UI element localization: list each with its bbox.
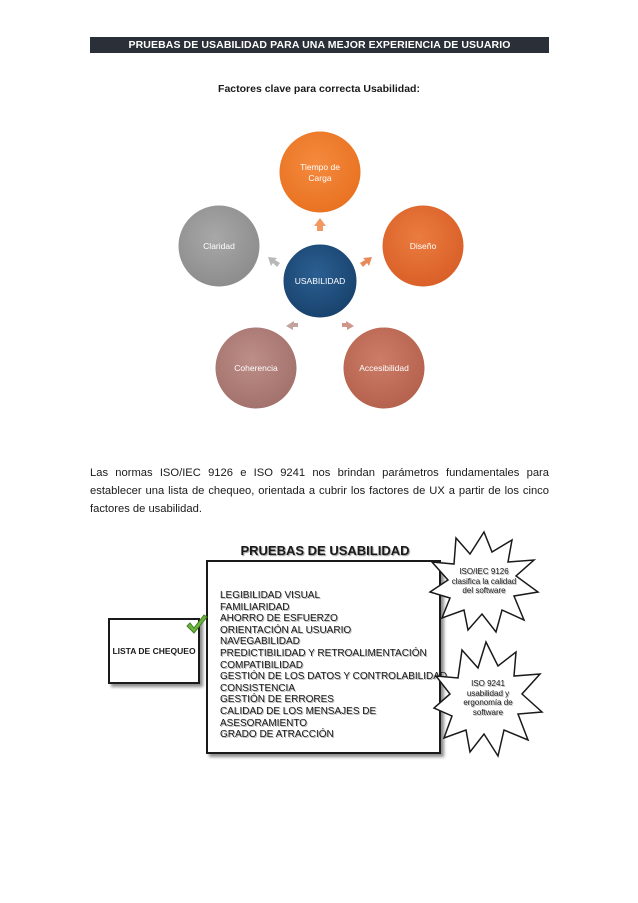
node-accesibilidad: Accesibilidad: [340, 324, 428, 412]
starburst-line: ergonomía de: [463, 698, 513, 707]
starburst-text: ISO/IEC 9126 clasifica la calidad del so…: [443, 567, 525, 596]
starburst-line: ISO 9241: [471, 679, 505, 688]
center-label: USABILIDAD: [295, 276, 346, 286]
starburst-text: ISO 9241 usabilidad y ergonomía de softw…: [447, 679, 529, 717]
starburst-iso-9241: [432, 640, 544, 758]
node-label: Coherencia: [234, 363, 278, 373]
criteria-box: [206, 560, 441, 754]
node-label: Diseño: [410, 241, 437, 251]
node-usabilidad-center: USABILIDAD: [280, 241, 360, 321]
starburst-line: clasifica la calidad: [451, 576, 517, 586]
header-bar: PRUEBAS DE USABILIDAD PARA UNA MEJOR EXP…: [90, 37, 549, 53]
node-claridad: Claridad: [175, 202, 263, 290]
node-label: Claridad: [203, 241, 235, 251]
node-diseno: Diseño: [379, 202, 467, 290]
starburst-line: del software: [462, 586, 506, 595]
arrow-icon: [314, 218, 326, 231]
list-item: PREDICTIBILIDAD Y RETROALIMENTACIÓN: [220, 647, 427, 659]
list-item: GESTIÓN DE ERRORES: [220, 694, 334, 706]
checklist-title: PRUEBAS DE USABILIDAD: [240, 543, 410, 558]
arrow-icon: [360, 257, 372, 267]
list-item: GRADO DE ATRACCIÓN: [220, 729, 334, 741]
list-item: NAVEGABILIDAD: [220, 636, 300, 648]
list-item: AHORRO DE ESFUERZO: [220, 613, 338, 625]
node-coherencia: Coherencia: [212, 324, 300, 412]
checkmark-icon: [186, 614, 208, 634]
checklist-label-box: LISTA DE CHEQUEO: [108, 618, 200, 684]
node-label: Carga: [308, 173, 331, 183]
checklist-label: LISTA DE CHEQUEO: [112, 646, 196, 656]
body-paragraph: Las normas ISO/IEC 9126 e ISO 9241 nos b…: [90, 467, 549, 515]
arrow-icon: [342, 321, 354, 330]
node-label: Tiempo de: [300, 162, 340, 172]
list-item: COMPATIBILIDAD: [220, 659, 303, 671]
list-item: CALIDAD DE LOS MENSAJES DE: [220, 705, 377, 717]
node-label: Accesibilidad: [359, 363, 409, 373]
starburst-iso-9126: [428, 530, 540, 634]
starburst-line: usabilidad y: [466, 688, 510, 698]
starburst-line: ISO/IEC 9126: [459, 567, 509, 576]
list-item: ORIENTACIÓN AL USUARIO: [220, 624, 352, 636]
list-item: FAMILIARIDAD: [220, 601, 290, 613]
arrow-icon: [286, 321, 298, 330]
arrow-icon: [268, 257, 280, 267]
list-item: ASESORAMIENTO: [220, 717, 308, 729]
diagram-subtitle: Factores clave para correcta Usabilidad:: [218, 83, 420, 95]
node-tiempo-de-carga: Tiempo de Carga: [276, 128, 364, 216]
list-item: GESTIÓN DE LOS DATOS Y CONTROLABILIDAD: [220, 671, 448, 683]
list-item: LEGIBILIDAD VISUAL: [220, 590, 321, 601]
criteria-list: LEGIBILIDAD VISUAL FAMILIARIDAD AHORRO D…: [220, 590, 447, 741]
usability-factors-diagram: Tiempo de Carga Diseño Accesibilidad Coh…: [175, 128, 467, 412]
list-item: CONSISTENCIA: [220, 682, 296, 694]
starburst-line: software: [472, 707, 504, 717]
